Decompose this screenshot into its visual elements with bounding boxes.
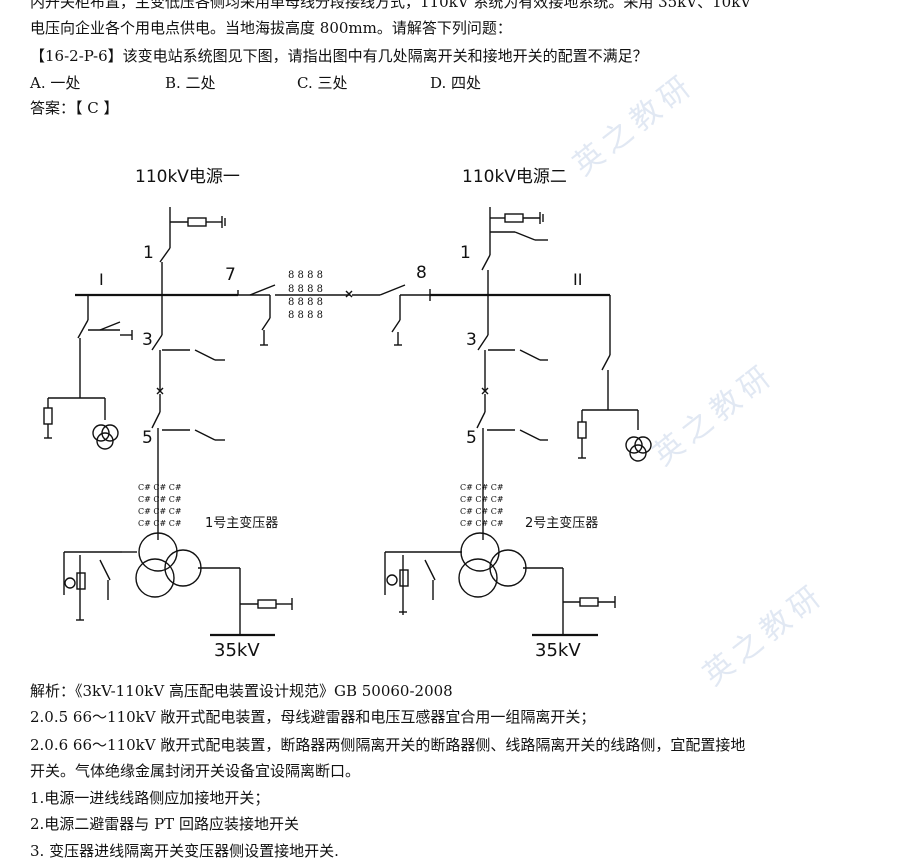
lv2-label: 35kV [535,640,581,661]
option-b: B. 二处 [165,74,216,92]
option-a: A. 一处 [30,74,81,92]
svg-text:C# C# C#: C# C# C# [460,483,504,492]
svg-text:C# C# C#: C# C# C# [138,483,182,492]
transformer2-label: 2号主变压器 [525,515,598,531]
svg-text:8 8 8 8: 8 8 8 8 [288,284,323,295]
svg-text:8 8 8 8: 8 8 8 8 [288,297,323,308]
svg-text:C# C# C#: C# C# C# [460,519,504,528]
analysis-item2: 2.电源二避雷器与 PT 回路应装接地开关 [30,815,299,833]
label-5-right: 5 [466,428,477,448]
svg-text:C# C# C#: C# C# C# [138,519,182,528]
label-1-right: 1 [460,243,471,263]
svg-text:8 8 8 8: 8 8 8 8 [288,310,323,321]
transformer1-label: 1号主变压器 [205,515,278,531]
bus2-label: II [573,270,582,289]
analysis-p1: 2.0.5 66～110kV 敞开式配电装置，母线避雷器和电压互感器宜合用一组隔… [30,708,596,726]
label-3-right: 3 [466,330,477,350]
svg-text:C# C# C#: C# C# C# [460,507,504,516]
label-7: 7 [225,265,236,285]
source2-label: 110kV电源二 [462,167,567,187]
analysis-item1: 1.电源一进线线路侧应加接地开关； [30,789,270,807]
analysis-p2b: 开关。气体绝缘金属封闭开关设备宜设隔离断口。 [30,762,361,780]
lv1-label: 35kV [214,640,260,661]
svg-text:8 8 8 8: 8 8 8 8 [288,270,323,281]
svg-text:C# C# C#: C# C# C# [138,507,182,516]
label-1-left: 1 [143,243,154,263]
bus1-label: I [99,270,104,289]
label-3-left: 3 [142,330,153,350]
intro-line-1: 内开关柜布置，主变低压各侧均采用单母线分段接线方式，110kV 系统为有效接地系… [30,0,752,11]
answer: 答案：【 C 】 [30,99,119,117]
source1-label: 110kV电源一 [135,167,240,187]
option-d: D. 四处 [430,74,482,92]
intro-line-2: 电压向企业各个用电点供电。当地海拔高度 800mm。请解答下列问题： [30,19,512,37]
question-prompt: 【16-2-P-6】该变电站系统图见下图，请指出图中有几处隔离开关和接地开关的配… [30,47,648,65]
analysis-title: 解析：《3kV-110kV 高压配电装置设计规范》GB 50060-2008 [30,682,453,700]
svg-text:C# C# C#: C# C# C# [460,495,504,504]
label-5-left: 5 [142,428,153,448]
analysis-p2a: 2.0.6 66～110kV 敞开式配电装置，断路器两侧隔离开关的断路器侧、线路… [30,736,746,754]
svg-text:C# C# C#: C# C# C# [138,495,182,504]
label-8: 8 [416,263,427,283]
option-c: C. 三处 [297,74,348,92]
analysis-item3: 3. 变压器进线隔离开关变压器侧设置接地开关. [30,842,339,860]
